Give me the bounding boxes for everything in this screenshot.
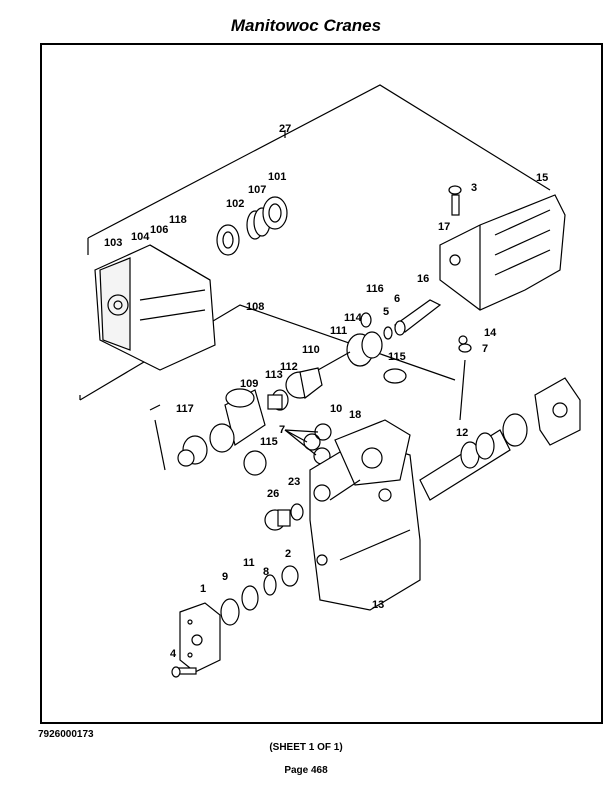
callout-10: 10 [330,403,342,415]
callout-110: 110 [302,344,320,356]
callout-6: 6 [394,293,400,305]
callout-7-middle: 7 [279,424,285,436]
spool-110 [267,367,323,411]
callout-4: 4 [170,648,177,660]
spool-12 [419,377,581,501]
rings-101-107-102 [216,196,288,256]
callout-1: 1 [200,583,206,595]
callout-102: 102 [226,198,244,210]
callout-103: 103 [104,237,122,249]
cylinder-assembly-15 [439,185,566,311]
callout-17: 17 [438,221,450,233]
callout-108: 108 [246,301,264,313]
callout-101: 101 [268,171,286,183]
callout-23: 23 [288,476,300,488]
callout-16: 16 [417,273,429,285]
callout-118: 118 [169,214,187,226]
callout-15: 15 [536,172,548,184]
callout-11: 11 [243,557,255,569]
page-number: Page 468 [284,765,328,776]
header-title: Manitowoc Cranes [230,16,382,35]
callout-115-top: 115 [388,351,406,363]
document-number: 7926000173 [38,729,94,740]
drawing-frame [40,43,603,724]
callout-13: 13 [372,599,384,611]
callout-27: 27 [279,123,291,135]
callout-104: 104 [131,231,150,243]
callout-18: 18 [349,409,361,421]
stem-16 [360,299,442,340]
callout-8: 8 [263,566,269,578]
valve-body-13 [309,419,421,611]
plug-26 [264,509,291,531]
callout-2: 2 [285,548,291,560]
sheet-indicator: (SHEET 1 OF 1) [269,742,343,753]
bracket-27 [87,84,551,239]
callout-107: 107 [248,184,266,196]
callout-labels: 27 3 15 17 101 107 102 118 106 104 103 1… [104,123,548,660]
callout-112: 112 [280,361,298,373]
callout-5: 5 [383,306,389,318]
callout-7-top: 7 [482,343,488,355]
callout-109: 109 [240,378,258,390]
end-cover-1 [179,602,221,673]
sleeve-109 [209,388,266,453]
callout-9: 9 [222,571,228,583]
callout-116: 116 [366,283,384,295]
spring-parts-2-8-11 [220,565,299,626]
piston-111-114 [317,331,407,384]
callout-12: 12 [456,427,468,439]
bracket-108 [79,304,456,401]
callout-3: 3 [471,182,477,194]
callout-117: 117 [176,403,194,415]
callout-114: 114 [344,312,363,324]
callout-106: 106 [150,224,168,236]
callout-115-bottom: 115 [260,436,278,448]
callout-113: 113 [265,369,283,381]
callout-111: 111 [330,325,347,337]
plug-117 [177,435,208,467]
callout-14: 14 [484,327,497,339]
bolt-4 [171,666,197,678]
cylinder-body-103 [94,244,216,371]
callout-26: 26 [267,488,279,500]
